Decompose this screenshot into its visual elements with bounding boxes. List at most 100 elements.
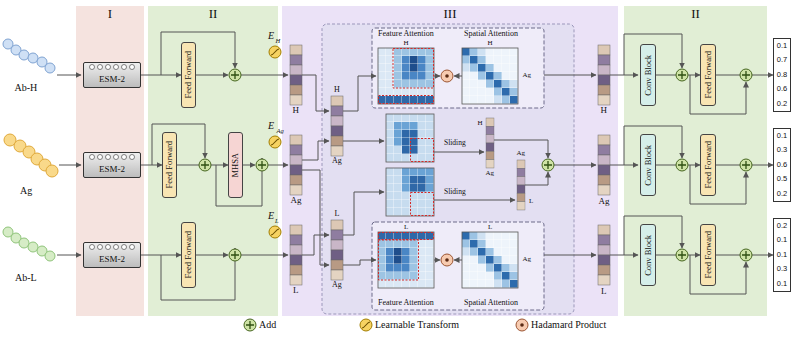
node-text: Conv Block <box>644 55 653 96</box>
encoder-dots <box>90 155 95 160</box>
section-panel: IESM-2ESM-2ESM-2 <box>76 6 144 316</box>
flow-wire <box>624 34 682 75</box>
label-text: Ag <box>332 156 342 165</box>
illustration <box>256 159 268 171</box>
illustration <box>598 45 610 105</box>
label-box: Sliding <box>444 139 466 147</box>
label-text: L <box>275 217 279 224</box>
node-text: 0.1 <box>777 132 787 140</box>
node-text: Feed Forward <box>165 141 174 188</box>
label-text: Sliding <box>444 187 466 196</box>
label-text: Sliding <box>444 138 466 147</box>
encoder-dots <box>114 245 119 250</box>
illustration <box>598 135 610 195</box>
feed-forward-box: Feed Forward <box>700 134 716 196</box>
label-text: Ag <box>20 185 32 196</box>
illustration <box>290 135 302 195</box>
illustration <box>676 69 688 81</box>
illustration <box>441 70 453 82</box>
node-text: 0.2 <box>777 222 787 230</box>
node-text: Feature Attention <box>378 30 434 39</box>
node-text: I <box>108 7 112 21</box>
node-text: 0.3 <box>777 146 787 154</box>
flow-wire <box>525 172 548 185</box>
label-box: Sliding <box>444 188 466 196</box>
antibody-heavy-chain <box>28 53 38 63</box>
flow-wire <box>690 75 746 114</box>
inner-module-region <box>322 24 574 314</box>
encoder-dots <box>122 65 127 70</box>
illustration <box>360 319 372 331</box>
node-text: 0.6 <box>777 161 787 169</box>
node-text: 0.1 <box>777 42 787 50</box>
label-box: H <box>404 40 409 48</box>
node-text: Spatial Attention <box>464 30 518 39</box>
illustration <box>229 69 241 81</box>
label-box: Ag <box>277 127 284 134</box>
illustration <box>441 254 453 266</box>
label-box: Ag <box>517 150 526 158</box>
flow-wire <box>268 165 288 166</box>
illustration <box>199 159 211 171</box>
label-text: Ag <box>517 149 526 157</box>
feature-heatmap <box>378 48 434 104</box>
flow-wire <box>544 75 596 76</box>
node-text: Feed Forward <box>184 51 193 98</box>
flow-wire <box>343 76 376 111</box>
flow-wire <box>196 255 228 256</box>
label-text: L <box>404 223 408 231</box>
flow-wire <box>302 75 329 111</box>
flow-wire <box>690 255 746 294</box>
illustration <box>676 249 688 261</box>
label-text: L <box>293 285 299 295</box>
label-text: Ag <box>291 195 302 205</box>
flow-wire <box>624 126 682 165</box>
inner-module-region <box>372 28 544 108</box>
antibody-light-chain <box>28 242 38 252</box>
illustration <box>290 45 302 105</box>
label-box: E <box>268 30 274 41</box>
label-text: Ag <box>523 71 532 79</box>
encoder-dots <box>130 155 135 160</box>
encoder-dots <box>98 155 103 160</box>
feed-forward-box: Feed Forward <box>700 224 716 286</box>
node-text: Conv Block <box>644 235 653 276</box>
label-text: H <box>488 39 493 47</box>
feed-forward-box: Feed Forward <box>162 132 177 198</box>
illustration <box>516 319 528 331</box>
node-text: 0.2 <box>777 100 787 108</box>
flow-wire <box>161 248 235 300</box>
illustration <box>269 226 281 238</box>
label-text: Ag <box>523 255 532 263</box>
illustration <box>598 225 610 285</box>
node-text: Feed Forward <box>184 231 193 278</box>
output-vector: 0.10.70.80.60.2 <box>773 38 791 112</box>
node-text: 0.1 <box>777 236 787 244</box>
label-text: Ab-H <box>15 82 38 93</box>
feature-heatmap <box>378 48 434 104</box>
label-box: L <box>488 224 492 232</box>
feature-heatmap <box>386 168 434 216</box>
encoder-dots <box>106 65 111 70</box>
node-text: Conv Block <box>644 145 653 186</box>
label-box: Ag <box>486 170 495 178</box>
label-text: H <box>276 37 281 44</box>
encoder-dots <box>106 155 111 160</box>
flow-wire <box>454 260 462 261</box>
feature-heatmap <box>386 114 434 162</box>
label-box: Ag <box>599 197 610 207</box>
encoder-dots <box>122 155 127 160</box>
illustration <box>740 69 752 81</box>
label-box: H <box>601 106 608 116</box>
flow-wire <box>196 75 228 76</box>
label-text: E <box>268 210 274 221</box>
antibody-heavy-chain <box>19 50 29 60</box>
illustration <box>740 249 752 261</box>
conv-block: Conv Block <box>640 44 656 106</box>
antibody-heavy-chain <box>45 63 55 73</box>
output-vector: 0.10.30.60.50.2 <box>773 128 791 202</box>
label-box: H <box>334 86 340 95</box>
illustration <box>740 159 752 171</box>
feature-heatmap <box>386 168 434 216</box>
node-text: 0.8 <box>777 71 787 79</box>
